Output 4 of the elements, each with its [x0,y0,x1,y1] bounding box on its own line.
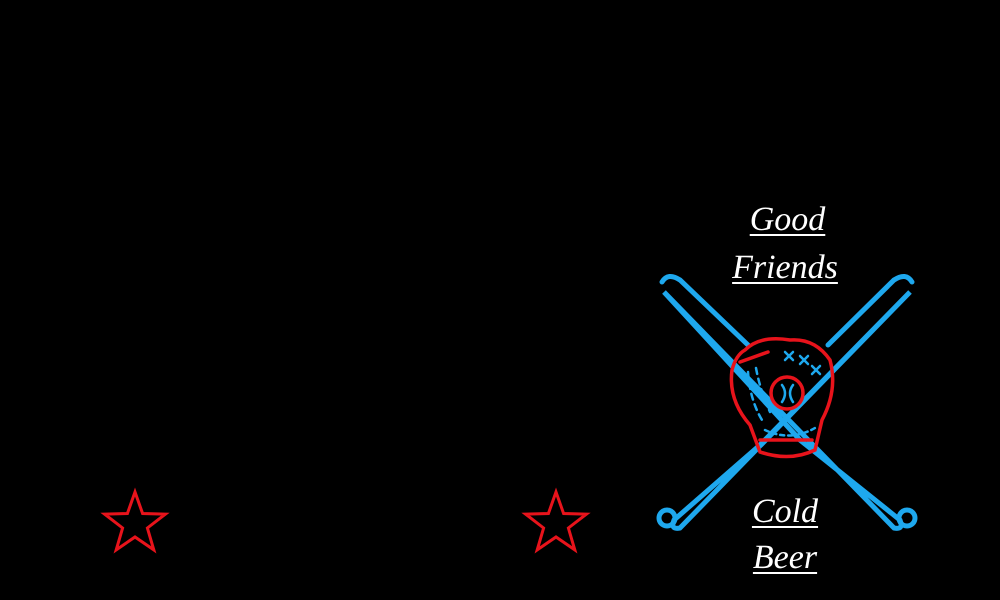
neon-script-text: Friends [731,248,839,288]
neon-script-text: Beer [752,538,818,578]
neon-script-text: Cold [750,492,820,532]
neon-script-text: Good [748,200,826,240]
